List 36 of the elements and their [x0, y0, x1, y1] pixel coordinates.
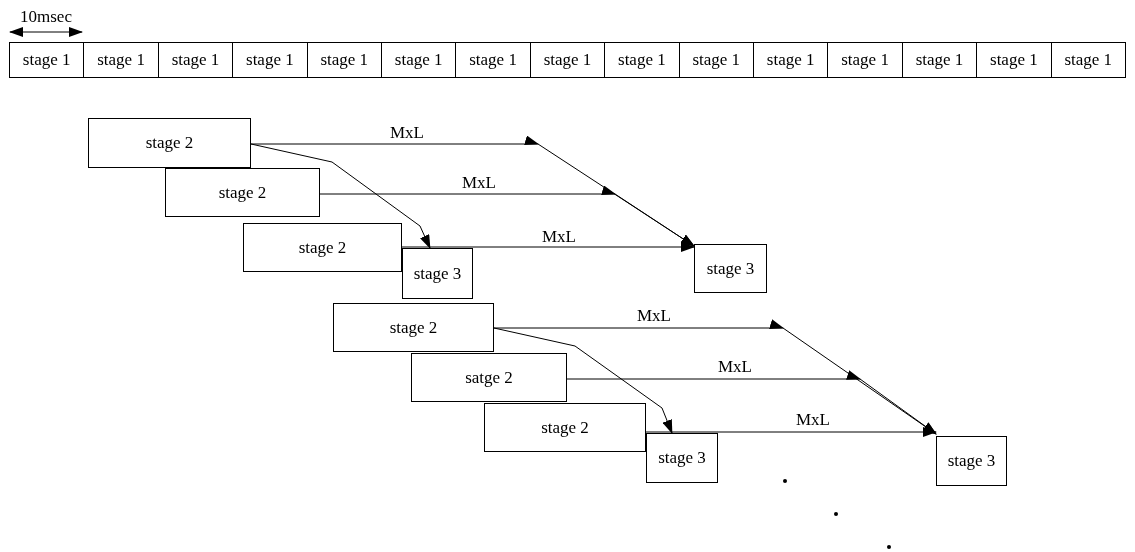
edge-label: MxL: [637, 307, 671, 325]
timeline-cell: stage 1: [678, 42, 754, 78]
timeline-cell: stage 1: [827, 42, 903, 78]
edge-label: MxL: [796, 411, 830, 429]
timeline-cell: stage 1: [753, 42, 829, 78]
arrow: [645, 427, 937, 437]
timeline-cell: stage 1: [9, 42, 85, 78]
timeline-cell: stage 1: [83, 42, 159, 78]
timeline-cell: stage 1: [232, 42, 308, 78]
edge-label: MxL: [390, 124, 424, 142]
timeline-cell: stage 1: [529, 42, 606, 78]
stage-box: stage 2: [333, 303, 494, 352]
stage-box: stage 3: [646, 433, 718, 483]
stage-box: stage 2: [243, 223, 402, 272]
edge-label: MxL: [462, 174, 496, 192]
stage-box: satge 2: [411, 353, 567, 402]
stage-box: stage 2: [484, 403, 646, 452]
timeline-cell: stage 1: [1050, 42, 1126, 78]
timeline-cell: stage 1: [976, 42, 1052, 78]
stage-box: stage 3: [402, 248, 473, 299]
stage-box: stage 2: [165, 168, 320, 217]
dimension-label: 10msec: [20, 8, 72, 26]
arrow: [566, 370, 937, 435]
edge-label: MxL: [542, 228, 576, 246]
timeline-cell: stage 1: [455, 42, 531, 78]
timeline-cell: stage 1: [381, 42, 457, 78]
stage-box: stage 3: [694, 244, 767, 293]
timeline-cell: stage 1: [901, 42, 978, 78]
arrow: [319, 186, 695, 247]
stage-box: stage 3: [936, 436, 1007, 486]
timeline-cell: stage 1: [157, 42, 234, 78]
timeline-cell: stage 1: [306, 42, 382, 78]
edge-label: MxL: [718, 358, 752, 376]
stage-box: stage 2: [88, 118, 251, 168]
timeline-cell: stage 1: [604, 42, 680, 78]
arrow: [401, 242, 695, 252]
